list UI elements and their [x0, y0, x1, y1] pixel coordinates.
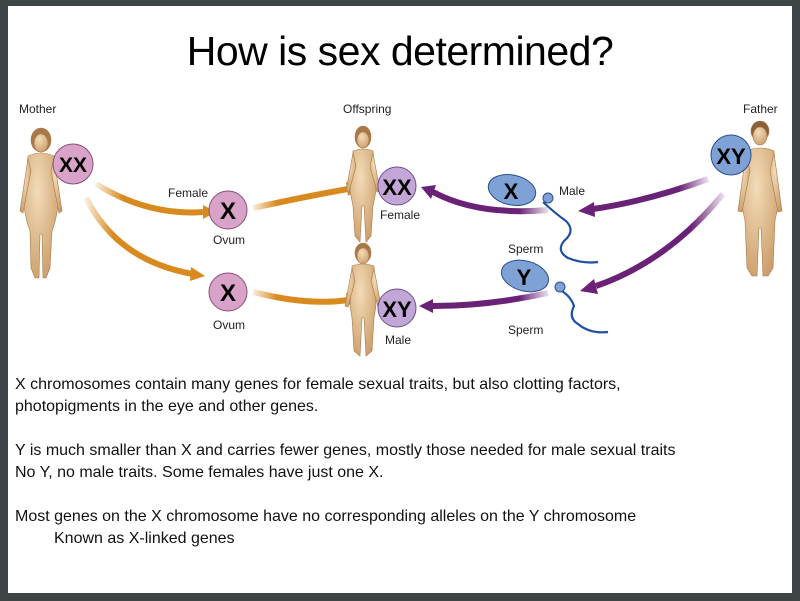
father-chromosomes: XY — [716, 144, 746, 169]
mother-chromosome-circle: XX — [52, 143, 94, 185]
father-to-sperm-x-arrow-head — [578, 202, 595, 217]
sperm-bottom-label: Sperm — [508, 323, 543, 337]
offspring-female-chromosome-circle: XX — [377, 166, 417, 206]
mother-chromosomes: XX — [59, 154, 87, 177]
sperm-to-male-arrow-head — [419, 299, 433, 313]
father-to-sperm-y-arrow-head — [580, 279, 598, 294]
ovum-top-label: Ovum — [213, 233, 245, 247]
offspring-female-figure — [345, 125, 381, 243]
mother-figure — [19, 127, 63, 279]
sperm-top-label: Sperm — [508, 242, 543, 256]
ovum-bottom-label: Ovum — [213, 318, 245, 332]
father-chromosome-circle: XY — [710, 134, 752, 176]
ovum-to-female-arrow — [252, 186, 349, 211]
sperm-top-chromosome: X — [504, 179, 519, 204]
slide-title: How is sex determined? — [186, 28, 614, 74]
mother-label: Mother — [19, 102, 56, 116]
sperm-bottom: Y — [500, 259, 609, 334]
father-to-sperm-y-arrow — [595, 192, 726, 289]
paragraph-x-linked-sub: Known as X-linked genes — [54, 530, 235, 547]
paragraph-y-chromosome-line2: No Y, no male traits. Some females have … — [15, 464, 384, 481]
sex-determination-diagram: Mother Offspring Father XX Female X Ovum — [19, 102, 783, 357]
sperm-to-male-arrow — [432, 290, 549, 309]
female-label-ovum: Female — [168, 186, 208, 200]
ovum-to-male-arrow — [252, 289, 349, 305]
body-text: X chromosomes contain many genes for fem… — [15, 374, 785, 550]
offspring-male-chromosome-circle: XY — [377, 288, 417, 328]
sperm-top: X — [487, 174, 599, 264]
offspring-male-chromosomes: XY — [382, 297, 412, 322]
ovum-arrow-top — [94, 181, 204, 216]
ovum-bottom: X — [208, 272, 248, 312]
offspring-female-chromosomes: XX — [382, 175, 412, 200]
sperm-to-female-arrow — [431, 189, 549, 215]
offspring-male-label: Male — [385, 333, 411, 347]
ovum-top: X — [208, 190, 248, 230]
paragraph-x-chromosome-line2: photopigments in the eye and other genes… — [15, 398, 319, 415]
sperm-to-female-arrow-head — [421, 185, 436, 199]
male-label-sperm: Male — [559, 184, 585, 198]
ovum-bottom-chromosome: X — [220, 280, 236, 307]
offspring-male-figure — [344, 242, 382, 357]
ovum-top-chromosome: X — [220, 198, 236, 225]
ovum-arrow-bottom-head — [190, 267, 205, 281]
paragraph-x-chromosome-line1: X chromosomes contain many genes for fem… — [15, 376, 621, 393]
father-to-sperm-x-arrow — [592, 176, 710, 212]
father-label: Father — [743, 102, 778, 116]
ovum-arrow-bottom — [83, 196, 194, 277]
paragraph-x-linked-line1: Most genes on the X chromosome have no c… — [15, 508, 637, 525]
offspring-female-label: Female — [380, 208, 420, 222]
slide: How is sex determined? Mother Offspring … — [8, 6, 792, 593]
offspring-label: Offspring — [343, 102, 391, 116]
paragraph-y-chromosome-line1: Y is much smaller than X and carries few… — [15, 442, 676, 459]
sperm-bottom-chromosome: Y — [517, 265, 532, 290]
